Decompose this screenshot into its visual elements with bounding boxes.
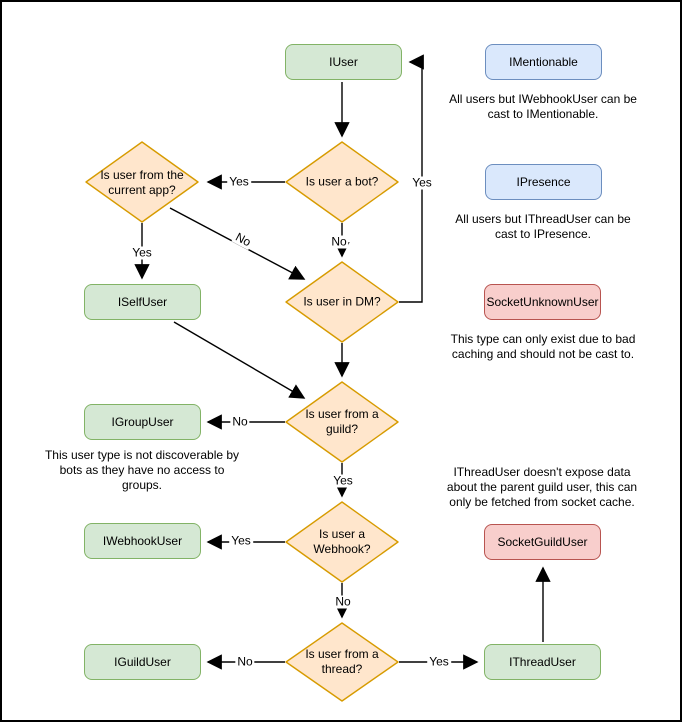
- decision-shape-is-webhook: [285, 501, 399, 583]
- decision-label-from-current-app: Is user from the current app?: [100, 168, 184, 197]
- edge-label-bot-no: No: [329, 234, 349, 249]
- note-socketunknownuser: This type can only exist due to bad cach…: [450, 332, 636, 361]
- edge-label-guild-yes: Yes: [331, 473, 355, 488]
- node-ithreaduser: IThreadUser: [484, 644, 601, 680]
- edge-label-dm-yes: Yes: [410, 175, 434, 190]
- decision-label-is-webhook: Is user a Webhook?: [313, 527, 371, 556]
- edge-label-guild-no: No: [230, 414, 250, 429]
- edge-label-webhook-yes: Yes: [229, 533, 253, 548]
- node-igroupuser: IGroupUser: [84, 404, 201, 440]
- decision-label-from-guild: Is user from a guild?: [305, 407, 379, 436]
- decision-shape-from-thread: [285, 622, 399, 702]
- edge-label-bot-yes: Yes: [227, 174, 251, 189]
- node-iguilduser: IGuildUser: [84, 644, 201, 680]
- decision-shape-in-dm: [285, 261, 399, 343]
- decision-label-is-bot: Is user a bot?: [305, 174, 379, 189]
- node-iuser: IUser: [285, 44, 402, 80]
- decision-label-in-dm: Is user in DM?: [303, 294, 381, 309]
- note-igroupuser: This user type is not discoverable by bo…: [44, 448, 240, 492]
- decision-shape-from-guild: [285, 381, 399, 463]
- decision-shape-is-bot: [285, 141, 399, 223]
- edge-label-thread-no: No: [235, 654, 255, 669]
- node-ipresence: IPresence: [485, 164, 602, 200]
- edge-iselfuser-to-fromguild: [173, 321, 306, 399]
- note-imentionable: All users but IWebhookUser can be cast t…: [449, 92, 637, 121]
- edge-label-thread-yes: Yes: [427, 654, 451, 669]
- decision-label-from-thread: Is user from a thread?: [305, 647, 379, 676]
- node-socketunknownuser: SocketUnknownUser: [484, 284, 601, 320]
- node-iselfuser: ISelfUser: [84, 284, 201, 320]
- node-iwebhookuser: IWebhookUser: [84, 523, 201, 559]
- note-ipresence: All users but IThreadUser can be cast to…: [455, 212, 631, 241]
- node-socketguilduser: SocketGuildUser: [484, 524, 601, 560]
- edge-label-webhook-no: No: [333, 594, 353, 609]
- edge-label-app-yes: Yes: [130, 245, 154, 260]
- node-imentionable: IMentionable: [485, 44, 602, 80]
- note-ithreaduser: IThreadUser doesn't expose data about th…: [446, 465, 638, 509]
- decision-shape-from-current-app: [85, 141, 199, 223]
